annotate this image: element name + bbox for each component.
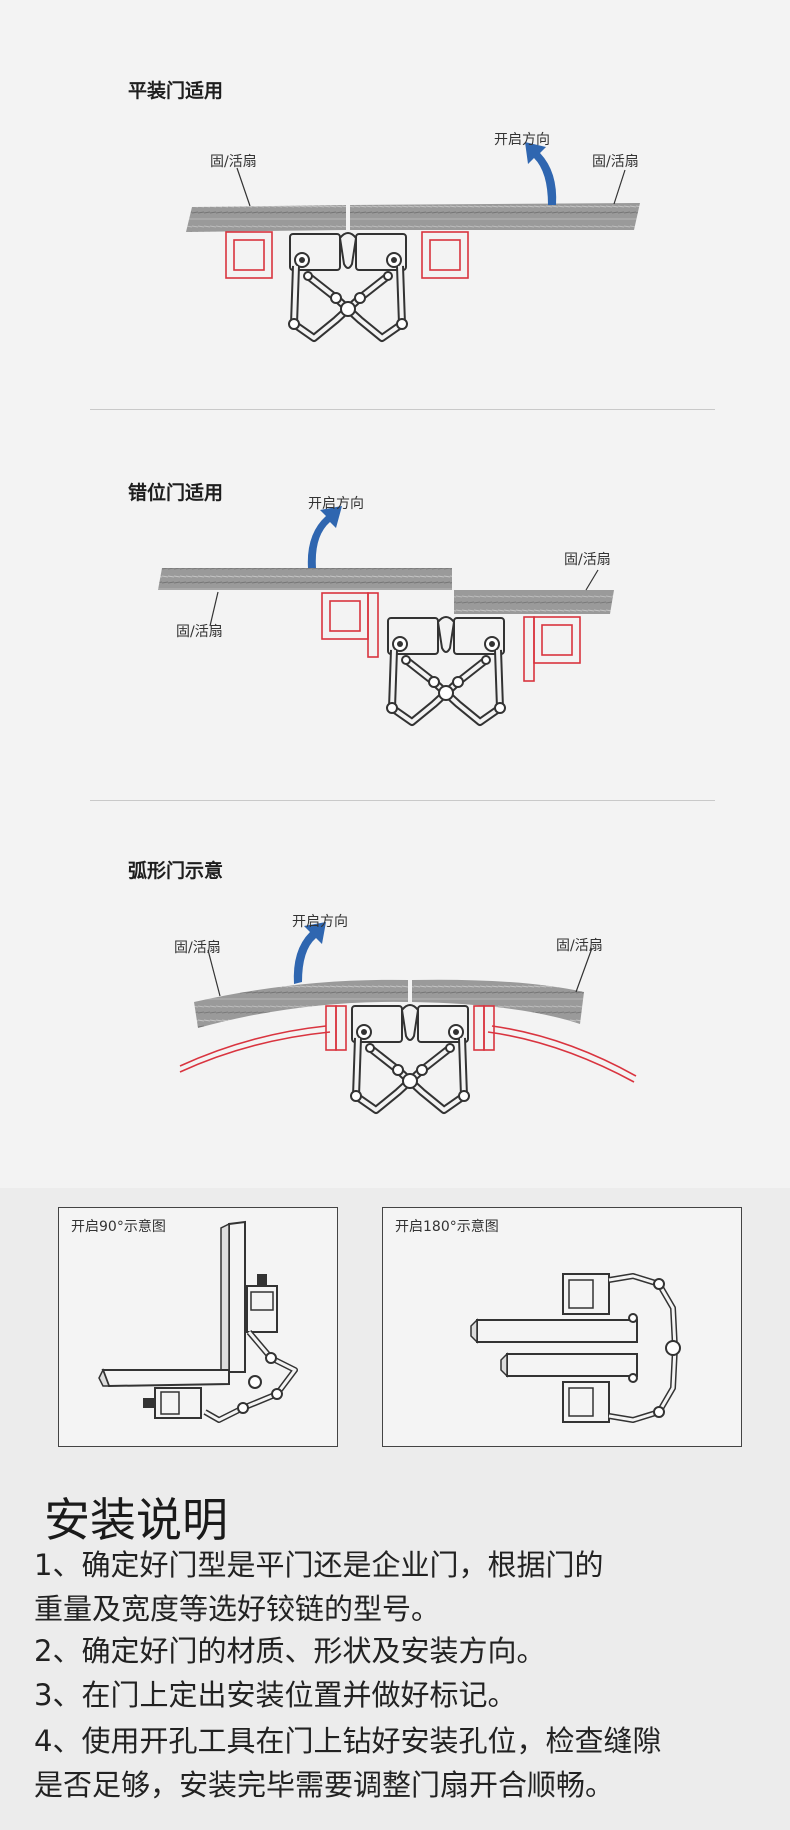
leaf-label-left: 固/活扇 (174, 940, 221, 956)
instruction-line: 重量及宽度等选好铰链的型号。 (34, 1592, 441, 1626)
door-leaf-left (158, 568, 452, 590)
instruction-line: 2、确定好门的材质、形状及安装方向。 (34, 1634, 546, 1668)
opening-direction-arrow (293, 922, 326, 984)
direction-label: 开启方向 (494, 132, 550, 148)
opening-direction-arrow (307, 506, 342, 568)
section-title-flat: 平装门适用 (128, 80, 224, 102)
instruction-line: 是否足够，安装完毕需要调整门扇开合顺畅。 (34, 1768, 615, 1802)
divider (90, 800, 715, 801)
opening-direction-arrow (525, 142, 557, 205)
frame-bracket-left (325, 1005, 347, 1051)
door-leaf-left (186, 205, 346, 232)
leaf-label-left: 固/活扇 (176, 624, 223, 640)
leaf-label-right: 固/活扇 (592, 154, 639, 170)
opening-90-label: 开启90°示意图 (71, 1219, 166, 1235)
hinge-mechanism (289, 233, 407, 338)
hinge-mechanism (387, 617, 505, 722)
offset-door-diagram: 固/活扇 固/活扇 开启方向 (158, 496, 614, 740)
instruction-line: 4、使用开孔工具在门上钻好安装孔位，检查缝隙 (34, 1724, 662, 1758)
frame-bracket-right (473, 1005, 495, 1051)
frame-bracket-right (523, 616, 581, 682)
direction-label: 开启方向 (308, 496, 364, 512)
section-title-offset: 错位门适用 (128, 482, 224, 504)
divider (90, 409, 715, 410)
door-leaf-right (454, 590, 614, 614)
frame-bracket-right (421, 231, 469, 279)
hinge-mechanism (351, 1005, 469, 1110)
instruction-line: 3、在门上定出安装位置并做好标记。 (34, 1678, 517, 1712)
leaf-label-left: 固/活扇 (210, 154, 257, 170)
leaf-label-right: 固/活扇 (564, 552, 611, 568)
opening-90-drawing (98, 1220, 298, 1423)
frame-bracket-left (321, 592, 379, 658)
opening-90-diagram: 开启90°示意图 (58, 1207, 338, 1447)
leaf-label-right: 固/活扇 (556, 938, 603, 954)
opening-180-diagram: 开启180°示意图 (382, 1207, 742, 1447)
instruction-line: 1、确定好门型是平门还是企业门，根据门的 (34, 1548, 604, 1582)
flat-door-diagram: 固/活扇 固/活扇 开启方向 (186, 132, 640, 360)
curved-door-diagram: 固/活扇 固/活扇 开启方向 (174, 914, 637, 1130)
direction-label: 开启方向 (292, 914, 348, 930)
door-leaf-right (350, 203, 640, 230)
frame-bracket-left (225, 231, 273, 279)
door-leaf-right (412, 979, 584, 1024)
instructions-title: 安装说明 (44, 1493, 228, 1547)
section-title-curved: 弧形门示意 (128, 860, 224, 882)
opening-180-drawing (470, 1273, 681, 1423)
door-leaf-left (194, 979, 408, 1028)
opening-180-label: 开启180°示意图 (395, 1219, 499, 1235)
